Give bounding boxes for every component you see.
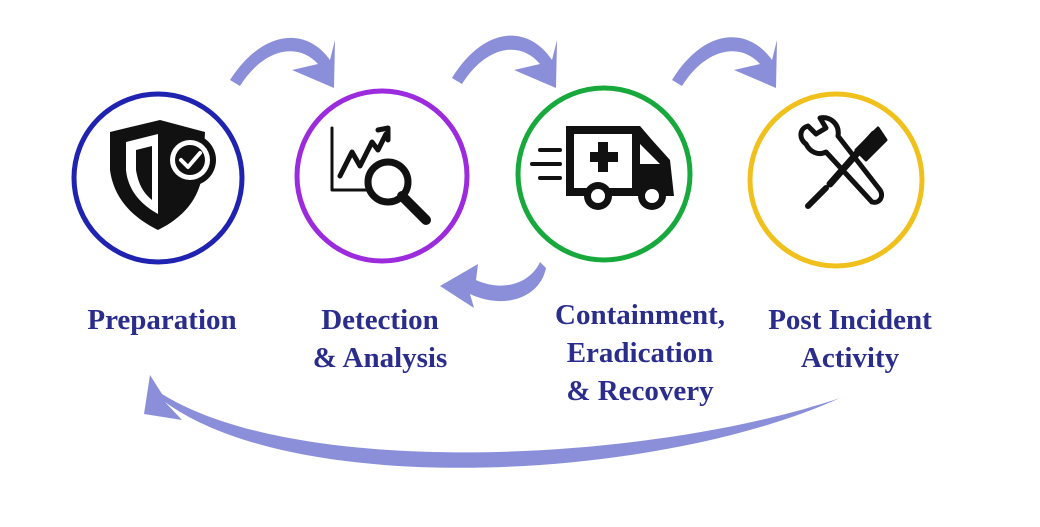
arrow-post-back-to-preparation [144,375,840,468]
post-label-line-2: Activity [800,342,900,374]
chart-magnifier-icon [330,125,431,225]
arrow-preparation-to-detection [230,37,335,88]
shield-check-icon [110,120,216,230]
post-incident-label: Post Incident Activity [745,301,955,377]
arrow-containment-back-to-detection [440,262,546,308]
detection-label: Detection & Analysis [280,301,480,377]
post-label-line-1: Post Incident [768,304,932,336]
arrow-containment-to-post [672,37,777,88]
containment-label-line-3: & Recovery [566,375,714,407]
ambulance-icon [530,126,674,210]
flow-arrows [144,35,840,468]
containment-label-line-1: Containment, [555,299,725,331]
containment-label: Containment, Eradication & Recovery [530,296,750,410]
detection-label-line-2: & Analysis [312,342,448,374]
arrow-detection-to-containment [452,35,557,88]
wrench-screwdriver-icon [798,115,888,209]
detection-label-line-1: Detection [321,304,439,336]
containment-label-line-2: Eradication [566,337,714,369]
preparation-label-line-1: Preparation [87,304,237,336]
preparation-label: Preparation [62,301,262,339]
